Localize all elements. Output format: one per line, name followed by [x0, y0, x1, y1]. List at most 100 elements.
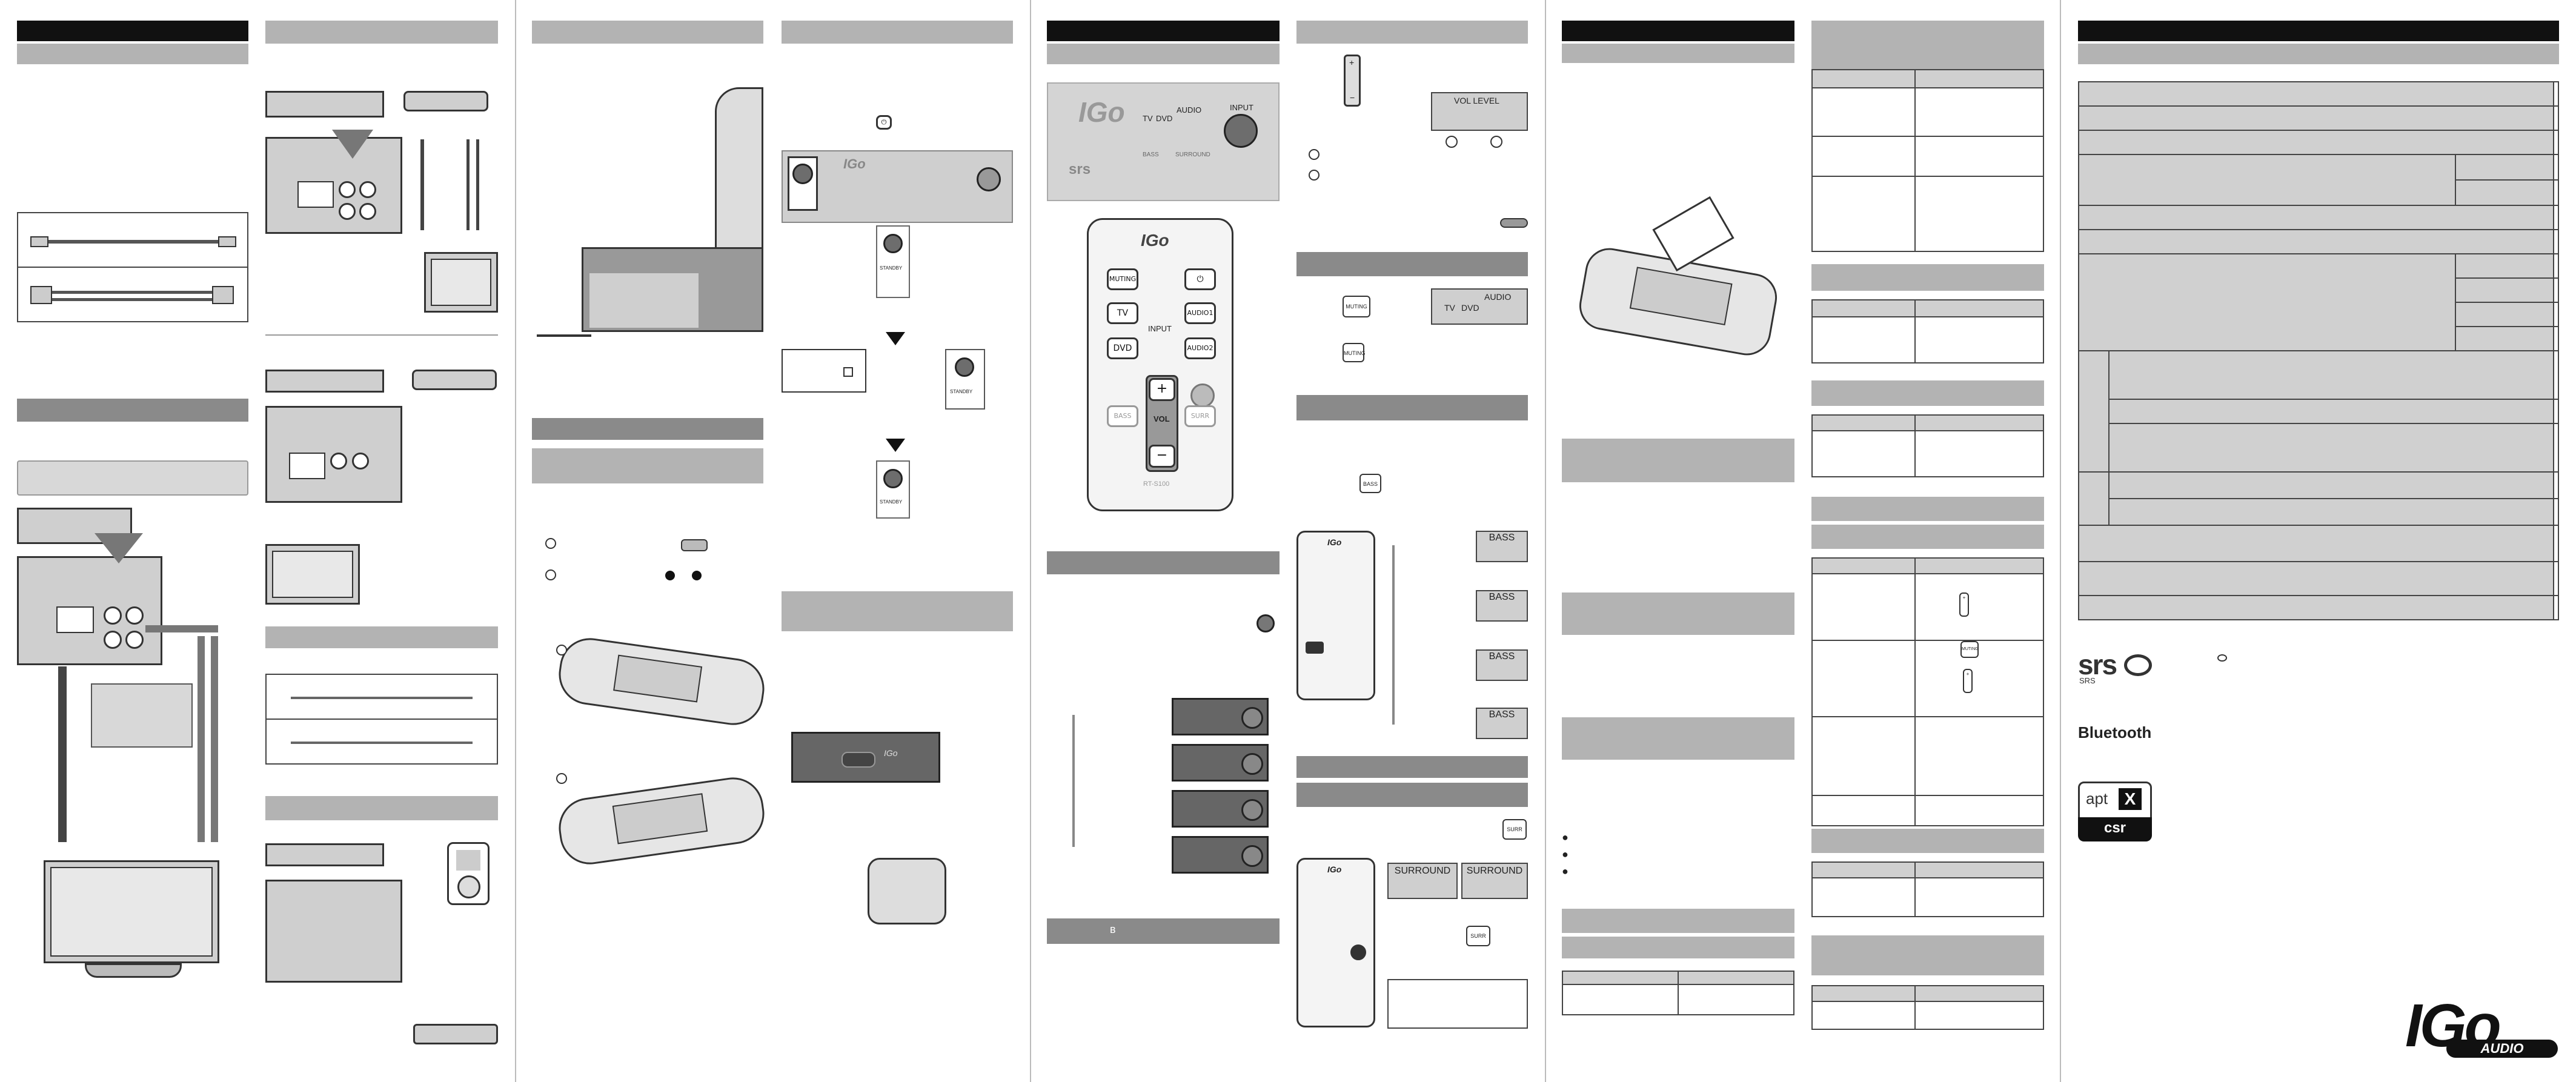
- callout-1: [545, 538, 556, 549]
- section-header: [265, 21, 498, 44]
- spec-table: [1562, 971, 1794, 1015]
- callout-2: [556, 773, 567, 784]
- vol-label: VOL: [1154, 414, 1170, 423]
- srs-small-icon: [2217, 654, 2227, 662]
- section-header: [265, 796, 498, 820]
- input-panel-audio1: [1172, 790, 1269, 828]
- soundbar-front: [582, 247, 763, 332]
- volume-up-button[interactable]: +: [1149, 378, 1175, 401]
- srs-button[interactable]: [1190, 383, 1215, 408]
- section-header: [1811, 525, 2044, 549]
- divider: [265, 334, 498, 336]
- cycle-line: [1072, 715, 1075, 847]
- section-header: [1811, 497, 2044, 521]
- input-panel-dvd: [1172, 744, 1269, 782]
- surround-state: SURROUND: [1387, 863, 1458, 899]
- bass-button-icon: BASS: [1359, 474, 1381, 493]
- remote-control-small: IGo: [1296, 531, 1375, 700]
- rca-cable: [211, 636, 218, 842]
- input-label: INPUT: [1148, 324, 1172, 333]
- indicator-icon: [1500, 218, 1528, 228]
- volume-down-button[interactable]: −: [1149, 445, 1175, 468]
- remote-model: RT-S100: [1143, 480, 1170, 488]
- section-header: [1562, 937, 1794, 958]
- callout-1: [556, 645, 567, 656]
- surround-state: SURROUND: [1461, 863, 1528, 899]
- surround-button[interactable]: SURR: [1184, 405, 1216, 427]
- muting-button[interactable]: MUTING: [1107, 268, 1138, 290]
- section-header: [782, 591, 1013, 631]
- trouble-table: [1811, 414, 2044, 477]
- section-subheader: [1047, 44, 1280, 64]
- soundbar-back-panel: [265, 406, 402, 503]
- bass-state: BASS: [1476, 590, 1528, 622]
- standby-indicator: STANDBY: [945, 349, 985, 410]
- input-panel-tv: [1172, 698, 1269, 735]
- speaker-tower: [715, 87, 763, 269]
- rca-cable: [476, 139, 479, 230]
- audio1-button[interactable]: AUDIO1: [1184, 302, 1216, 324]
- srs-caption: SRS: [2079, 676, 2096, 685]
- section-header: [1811, 264, 2044, 291]
- section-header: [1811, 21, 2044, 69]
- soundbar-back: [265, 91, 384, 118]
- section-header: ʙ: [1047, 918, 1280, 944]
- audio-input-panel: AUDIO TV DVD: [1431, 288, 1528, 325]
- section-header: [1047, 21, 1280, 41]
- battery-icon: [681, 539, 708, 551]
- dvd-button[interactable]: DVD: [1107, 337, 1138, 359]
- bluetooth-logo: Bluetooth: [2078, 723, 2152, 742]
- set-top-box: [412, 370, 497, 390]
- tv-label: TV: [1143, 114, 1153, 123]
- device-panel-detail: [782, 349, 866, 393]
- bass-button[interactable]: BASS: [1107, 405, 1138, 427]
- callout-box: [91, 683, 193, 748]
- soundbar-back: [17, 508, 132, 544]
- section-header: [1296, 395, 1528, 420]
- trouble-table: [1811, 985, 2044, 1030]
- audio-logo-badge: AUDIO: [2446, 1040, 2558, 1058]
- arrow-down-icon: [332, 130, 373, 159]
- section-header: [2078, 21, 2559, 41]
- section-header: [17, 399, 248, 422]
- remote-control-small: IGo: [1296, 858, 1375, 1027]
- volume-rocker[interactable]: + VOL −: [1146, 375, 1178, 472]
- section-header: [1296, 21, 1528, 44]
- soundbar-back: [265, 370, 384, 393]
- bluray-player: [403, 91, 488, 111]
- brand-logo: IGo: [843, 156, 866, 171]
- soundbar-back-panel: [17, 556, 162, 665]
- cd-player: [413, 1024, 498, 1044]
- section-header: [1047, 551, 1280, 574]
- power-cord: [537, 334, 591, 337]
- bass-state: BASS: [1476, 649, 1528, 681]
- tv-icon: [265, 544, 360, 605]
- tv-icon: [424, 252, 498, 313]
- device-top-panel: IGo: [782, 150, 1013, 223]
- soundbar-back: [265, 843, 384, 866]
- power-button[interactable]: ⏻: [1184, 268, 1216, 290]
- tv-button[interactable]: TV: [1107, 302, 1138, 324]
- section-header: [1562, 592, 1794, 635]
- remote-back-open: [554, 634, 769, 729]
- muting-button-icon: MUTING: [1343, 296, 1370, 317]
- section-header: [1296, 783, 1528, 807]
- input-label: INPUT: [1230, 103, 1253, 112]
- cable-table: [17, 212, 248, 322]
- surround-highlight: [1350, 944, 1366, 960]
- volume-button-icon: +: [1963, 669, 1973, 693]
- section-header: [1811, 935, 2044, 975]
- note-box: [1387, 979, 1528, 1029]
- arrow-down-icon: [886, 332, 905, 345]
- brand-logo: IGo: [1078, 96, 1125, 128]
- section-header: [782, 21, 1013, 44]
- specifications-table: [2078, 81, 2560, 620]
- section-header: [1296, 756, 1528, 778]
- rca-cable: [198, 636, 205, 842]
- callout-2: [545, 569, 556, 580]
- audio2-button[interactable]: AUDIO2: [1184, 337, 1216, 359]
- input-knob-icon: [1256, 614, 1275, 632]
- bass-label: BASS: [1143, 151, 1159, 158]
- device-top-panel: IGo srs TV DVD AUDIO INPUT BASS SURROUND: [1047, 82, 1280, 201]
- remote-back-batteries: [554, 773, 769, 869]
